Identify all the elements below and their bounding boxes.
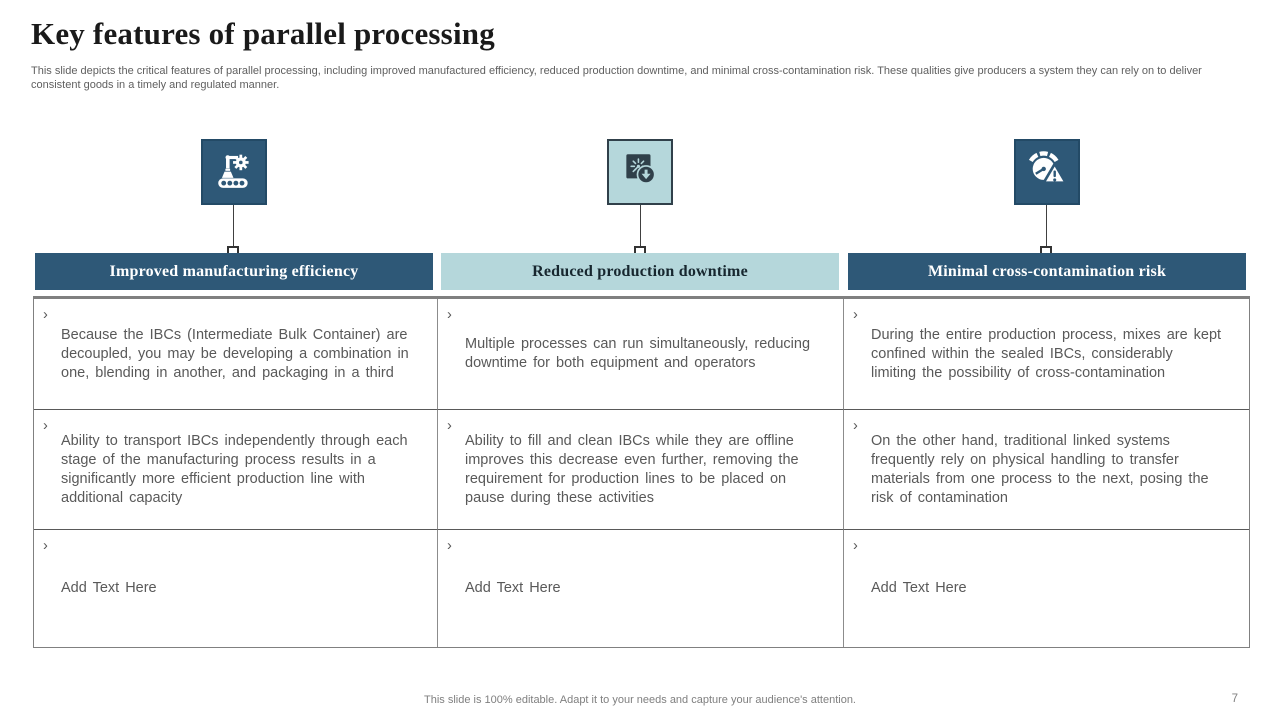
connector-line — [640, 205, 641, 247]
slide-description: This slide depicts the critical features… — [31, 65, 1202, 91]
feature-table: › Because the IBCs (Intermediate Bulk Co… — [33, 296, 1250, 648]
bullet-icon: › — [43, 537, 48, 554]
table-cell: › Multiple processes can run simultaneou… — [438, 299, 844, 410]
page-number: 7 — [1231, 693, 1238, 705]
connector-line — [233, 205, 234, 247]
icon-tile-manufacturing — [201, 139, 267, 205]
bullet-icon: › — [447, 306, 452, 323]
table-cell: › Because the IBCs (Intermediate Bulk Co… — [34, 299, 438, 410]
table-cell: › Ability to fill and clean IBCs while t… — [438, 410, 844, 530]
cell-text: During the entire production process, mi… — [871, 326, 1222, 381]
table-cell: › On the other hand, traditional linked … — [844, 410, 1249, 530]
cell-text: Ability to transport IBCs independently … — [61, 432, 408, 506]
gauge-warning-icon — [1025, 148, 1069, 197]
robotic-arm-conveyor-icon — [213, 149, 255, 196]
page-title: Key features of parallel processing — [31, 16, 495, 51]
table-cell-placeholder[interactable]: › Add Text Here — [844, 530, 1249, 647]
cell-text: On the other hand, traditional linked sy… — [871, 432, 1209, 506]
footer-note: This slide is 100% editable. Adapt it to… — [424, 694, 856, 706]
column-header-manufacturing-efficiency: Improved manufacturing efficiency — [35, 253, 433, 290]
cell-text: Multiple processes can run simultaneousl… — [465, 336, 811, 371]
table-cell: › Ability to transport IBCs independentl… — [34, 410, 438, 530]
bullet-icon: › — [853, 306, 858, 323]
cell-text: Because the IBCs (Intermediate Bulk Cont… — [61, 326, 409, 381]
column-header-cross-contamination: Minimal cross-contamination risk — [848, 253, 1246, 290]
bullet-icon: › — [853, 537, 858, 554]
bullet-icon: › — [853, 417, 858, 434]
table-cell: › During the entire production process, … — [844, 299, 1249, 410]
add-text-placeholder[interactable]: Add Text Here — [465, 580, 561, 596]
icon-tile-downtime — [607, 139, 673, 205]
table-cell-placeholder[interactable]: › Add Text Here — [34, 530, 438, 647]
icon-tile-contamination — [1014, 139, 1080, 205]
cell-text: Ability to fill and clean IBCs while the… — [465, 432, 799, 506]
table-cell-placeholder[interactable]: › Add Text Here — [438, 530, 844, 647]
bullet-icon: › — [43, 417, 48, 434]
bullet-icon: › — [447, 417, 452, 434]
bullet-icon: › — [447, 537, 452, 554]
clock-downtime-icon — [619, 149, 661, 196]
connector-line — [1046, 205, 1047, 247]
column-header-production-downtime: Reduced production downtime — [441, 253, 839, 290]
add-text-placeholder[interactable]: Add Text Here — [871, 580, 967, 596]
bullet-icon: › — [43, 306, 48, 323]
add-text-placeholder[interactable]: Add Text Here — [61, 580, 157, 596]
